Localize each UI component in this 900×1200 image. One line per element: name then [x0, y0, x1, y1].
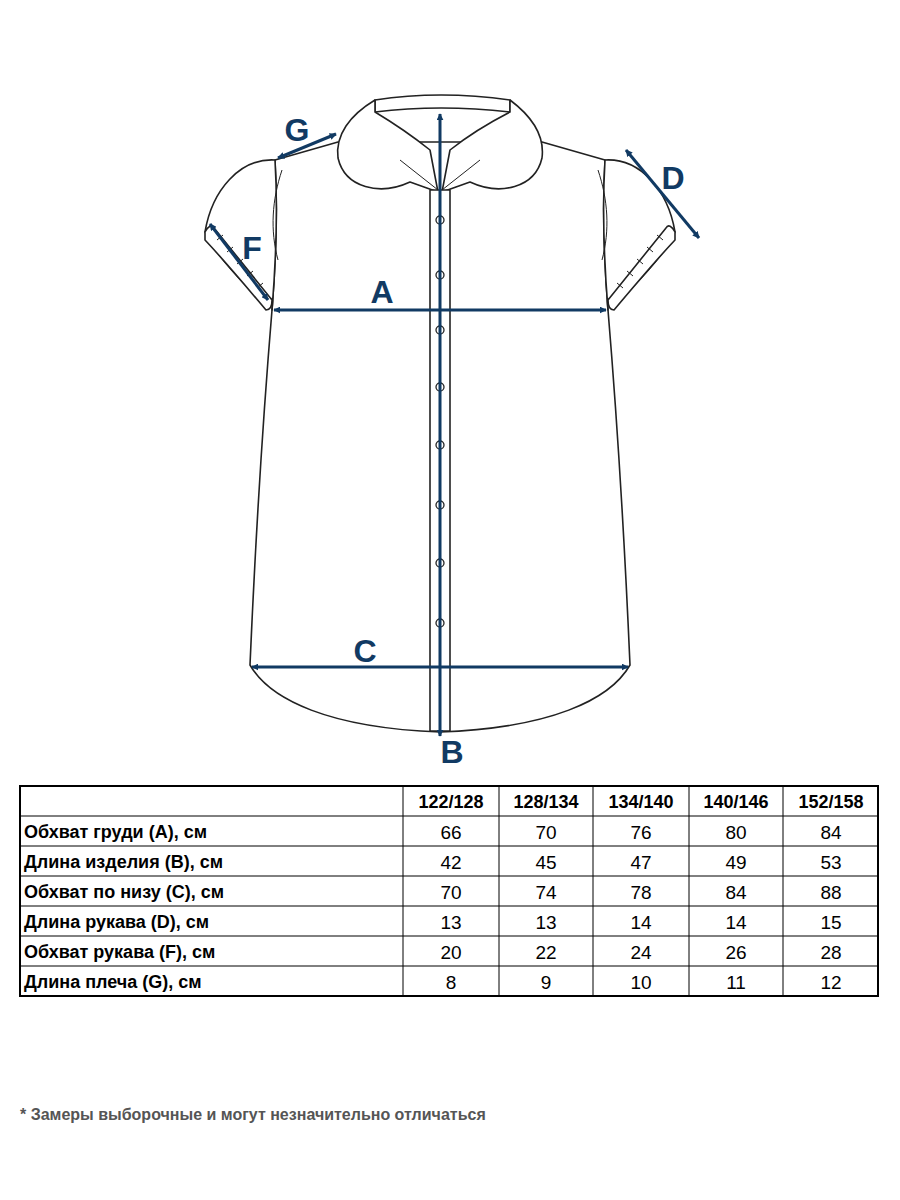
- table-cell: 80: [725, 823, 746, 842]
- table-cell: 47: [630, 853, 651, 872]
- table-cell: 20: [440, 943, 461, 962]
- table-cell: 66: [440, 823, 461, 842]
- table-cell: 49: [725, 853, 746, 872]
- size-header: 140/146: [703, 793, 768, 811]
- row-label: Длина изделия (B), см: [24, 853, 223, 871]
- row-label: Обхват груди (A), см: [24, 823, 207, 841]
- table-cell: 8: [446, 973, 457, 992]
- dimension-letter: A: [370, 276, 393, 308]
- table-cell: 9: [541, 973, 552, 992]
- table-cell: 10: [630, 973, 651, 992]
- table-cell: 22: [535, 943, 556, 962]
- table-cell: 76: [630, 823, 651, 842]
- table-cell: 42: [440, 853, 461, 872]
- table-cell: 74: [535, 883, 556, 902]
- table-cell: 88: [820, 883, 841, 902]
- table-cell: 84: [725, 883, 746, 902]
- size-header: 128/134: [513, 793, 578, 811]
- table-cell: 70: [440, 883, 461, 902]
- footnote-note: * Замеры выборочные и могут незначительн…: [20, 1107, 486, 1123]
- dimension-letter: D: [661, 162, 684, 194]
- table-cell: 13: [535, 913, 556, 932]
- table-cell: 26: [725, 943, 746, 962]
- row-label: Обхват по низу (C), см: [24, 883, 224, 901]
- table-cell: 13: [440, 913, 461, 932]
- size-header: 152/158: [798, 793, 863, 811]
- table-cell: 28: [820, 943, 841, 962]
- table-cell: 14: [725, 913, 746, 932]
- size-table-grid: [20, 786, 878, 996]
- table-cell: 14: [630, 913, 651, 932]
- row-label: Длина плеча (G), см: [24, 973, 202, 991]
- size-header: 134/140: [608, 793, 673, 811]
- table-cell: 45: [535, 853, 556, 872]
- dimension-letter: F: [242, 232, 262, 264]
- table-cell: 15: [820, 913, 841, 932]
- dimension-arrows: [210, 114, 699, 736]
- table-cell: 84: [820, 823, 841, 842]
- table-cell: 78: [630, 883, 651, 902]
- dimension-letter: G: [285, 114, 310, 146]
- table-cell: 11: [726, 973, 746, 992]
- table-cell: 12: [820, 973, 841, 992]
- table-cell: 53: [820, 853, 841, 872]
- table-cell: 70: [535, 823, 556, 842]
- dimension-letter: C: [353, 635, 376, 667]
- row-label: Длина рукава (D), см: [24, 913, 209, 931]
- row-label: Обхват рукава (F), см: [24, 943, 215, 961]
- dimension-letter: B: [440, 736, 463, 768]
- table-cell: 24: [630, 943, 651, 962]
- size-header: 122/128: [418, 793, 483, 811]
